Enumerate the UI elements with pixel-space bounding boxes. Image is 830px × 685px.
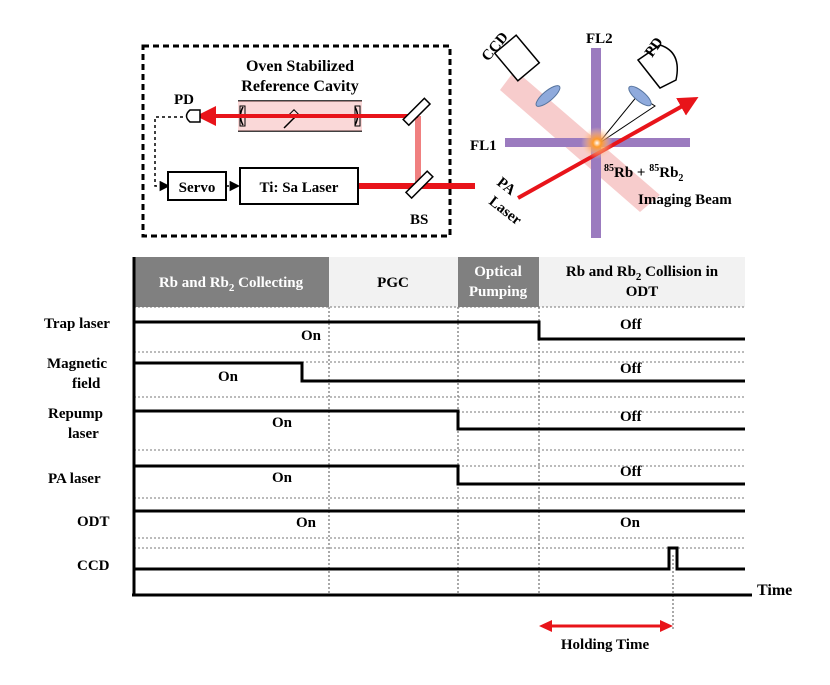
- time-label: Time: [757, 582, 792, 599]
- state-pa-on: On: [272, 470, 293, 486]
- state-odt-on-left: On: [296, 515, 317, 531]
- timing-diagram: Rb and Rb2 Collecting PGC Optical Pumpin…: [44, 257, 792, 653]
- state-repump-off: Off: [620, 409, 643, 425]
- lens-right-icon: [628, 85, 652, 107]
- signal-magnetic-field: [134, 361, 745, 383]
- state-magnetic-on: On: [218, 369, 239, 385]
- photodiode-left-icon: [185, 109, 201, 123]
- phase-label-collision-line2: ODT: [626, 284, 659, 300]
- state-magnetic-off: Off: [620, 361, 643, 377]
- phase-header-collision: [539, 257, 745, 307]
- trap-setup: CCD PD FL2 FL1 PA Laser Imaging Beam 85R…: [470, 29, 732, 238]
- atoms-label: 85Rb + 85Rb2: [604, 163, 683, 184]
- fl1-label: FL1: [470, 138, 497, 154]
- signal-pa-laser: [134, 464, 745, 486]
- mirror: [402, 97, 432, 127]
- fl2-label: FL2: [586, 31, 613, 47]
- row-label-ccd: CCD: [77, 558, 110, 574]
- signal-ccd: [134, 546, 745, 571]
- row-label-odt: ODT: [77, 514, 110, 530]
- phase-label-collecting: Rb and Rb2 Collecting: [159, 275, 304, 294]
- row-label-repump-line2: laser: [68, 426, 99, 442]
- phase-label-pgc: PGC: [377, 275, 409, 291]
- imaging-beam-label: Imaging Beam: [638, 192, 732, 208]
- row-label-pa-laser: PA laser: [48, 471, 101, 487]
- pd-left-label: PD: [174, 92, 194, 108]
- row-label-magnetic-line1: Magnetic: [47, 356, 107, 372]
- lens-left-icon: [535, 85, 561, 107]
- signal-repump-laser: [134, 409, 745, 431]
- phase-label-pumping-line2: Pumping: [469, 284, 528, 300]
- row-label-trap-laser: Trap laser: [44, 316, 110, 332]
- bs-label: BS: [410, 212, 428, 228]
- signal-trap-laser: [134, 320, 745, 341]
- phase-label-collision-line1: Rb and Rb2 Collision in: [566, 264, 719, 283]
- photodiode-right-icon: [636, 44, 678, 89]
- state-repump-on: On: [272, 415, 293, 431]
- row-label-repump-line1: Repump: [48, 406, 103, 422]
- tisa-laser-box: [239, 167, 359, 205]
- state-odt-on-right: On: [620, 515, 641, 531]
- phase-label-pumping-line1: Optical: [474, 264, 522, 280]
- state-trap-off: Off: [620, 317, 643, 333]
- state-pa-off: Off: [620, 464, 643, 480]
- state-trap-on: On: [301, 328, 322, 344]
- row-label-magnetic-line2: field: [72, 376, 101, 392]
- atom-cloud: [581, 127, 613, 159]
- oven-title-line2: Reference Cavity: [241, 78, 358, 95]
- beam-splitter: [404, 170, 434, 200]
- servo-label: Servo: [179, 180, 216, 196]
- ccd-camera-icon: [493, 34, 541, 82]
- oven-title-line1: Oven Stabilized: [246, 58, 354, 75]
- laser-lock-setup: Oven Stabilized Reference Cavity BS PD S…: [141, 44, 475, 238]
- feedback-line: [154, 116, 183, 192]
- phase-header-pgc: [329, 257, 458, 307]
- phase-header-pumping: [458, 257, 539, 307]
- holding-time-label: Holding Time: [561, 637, 650, 653]
- laser-label: Ti: Sa Laser: [260, 180, 339, 196]
- phase-header-collecting: [134, 257, 329, 307]
- oven-enclosure: [141, 44, 452, 238]
